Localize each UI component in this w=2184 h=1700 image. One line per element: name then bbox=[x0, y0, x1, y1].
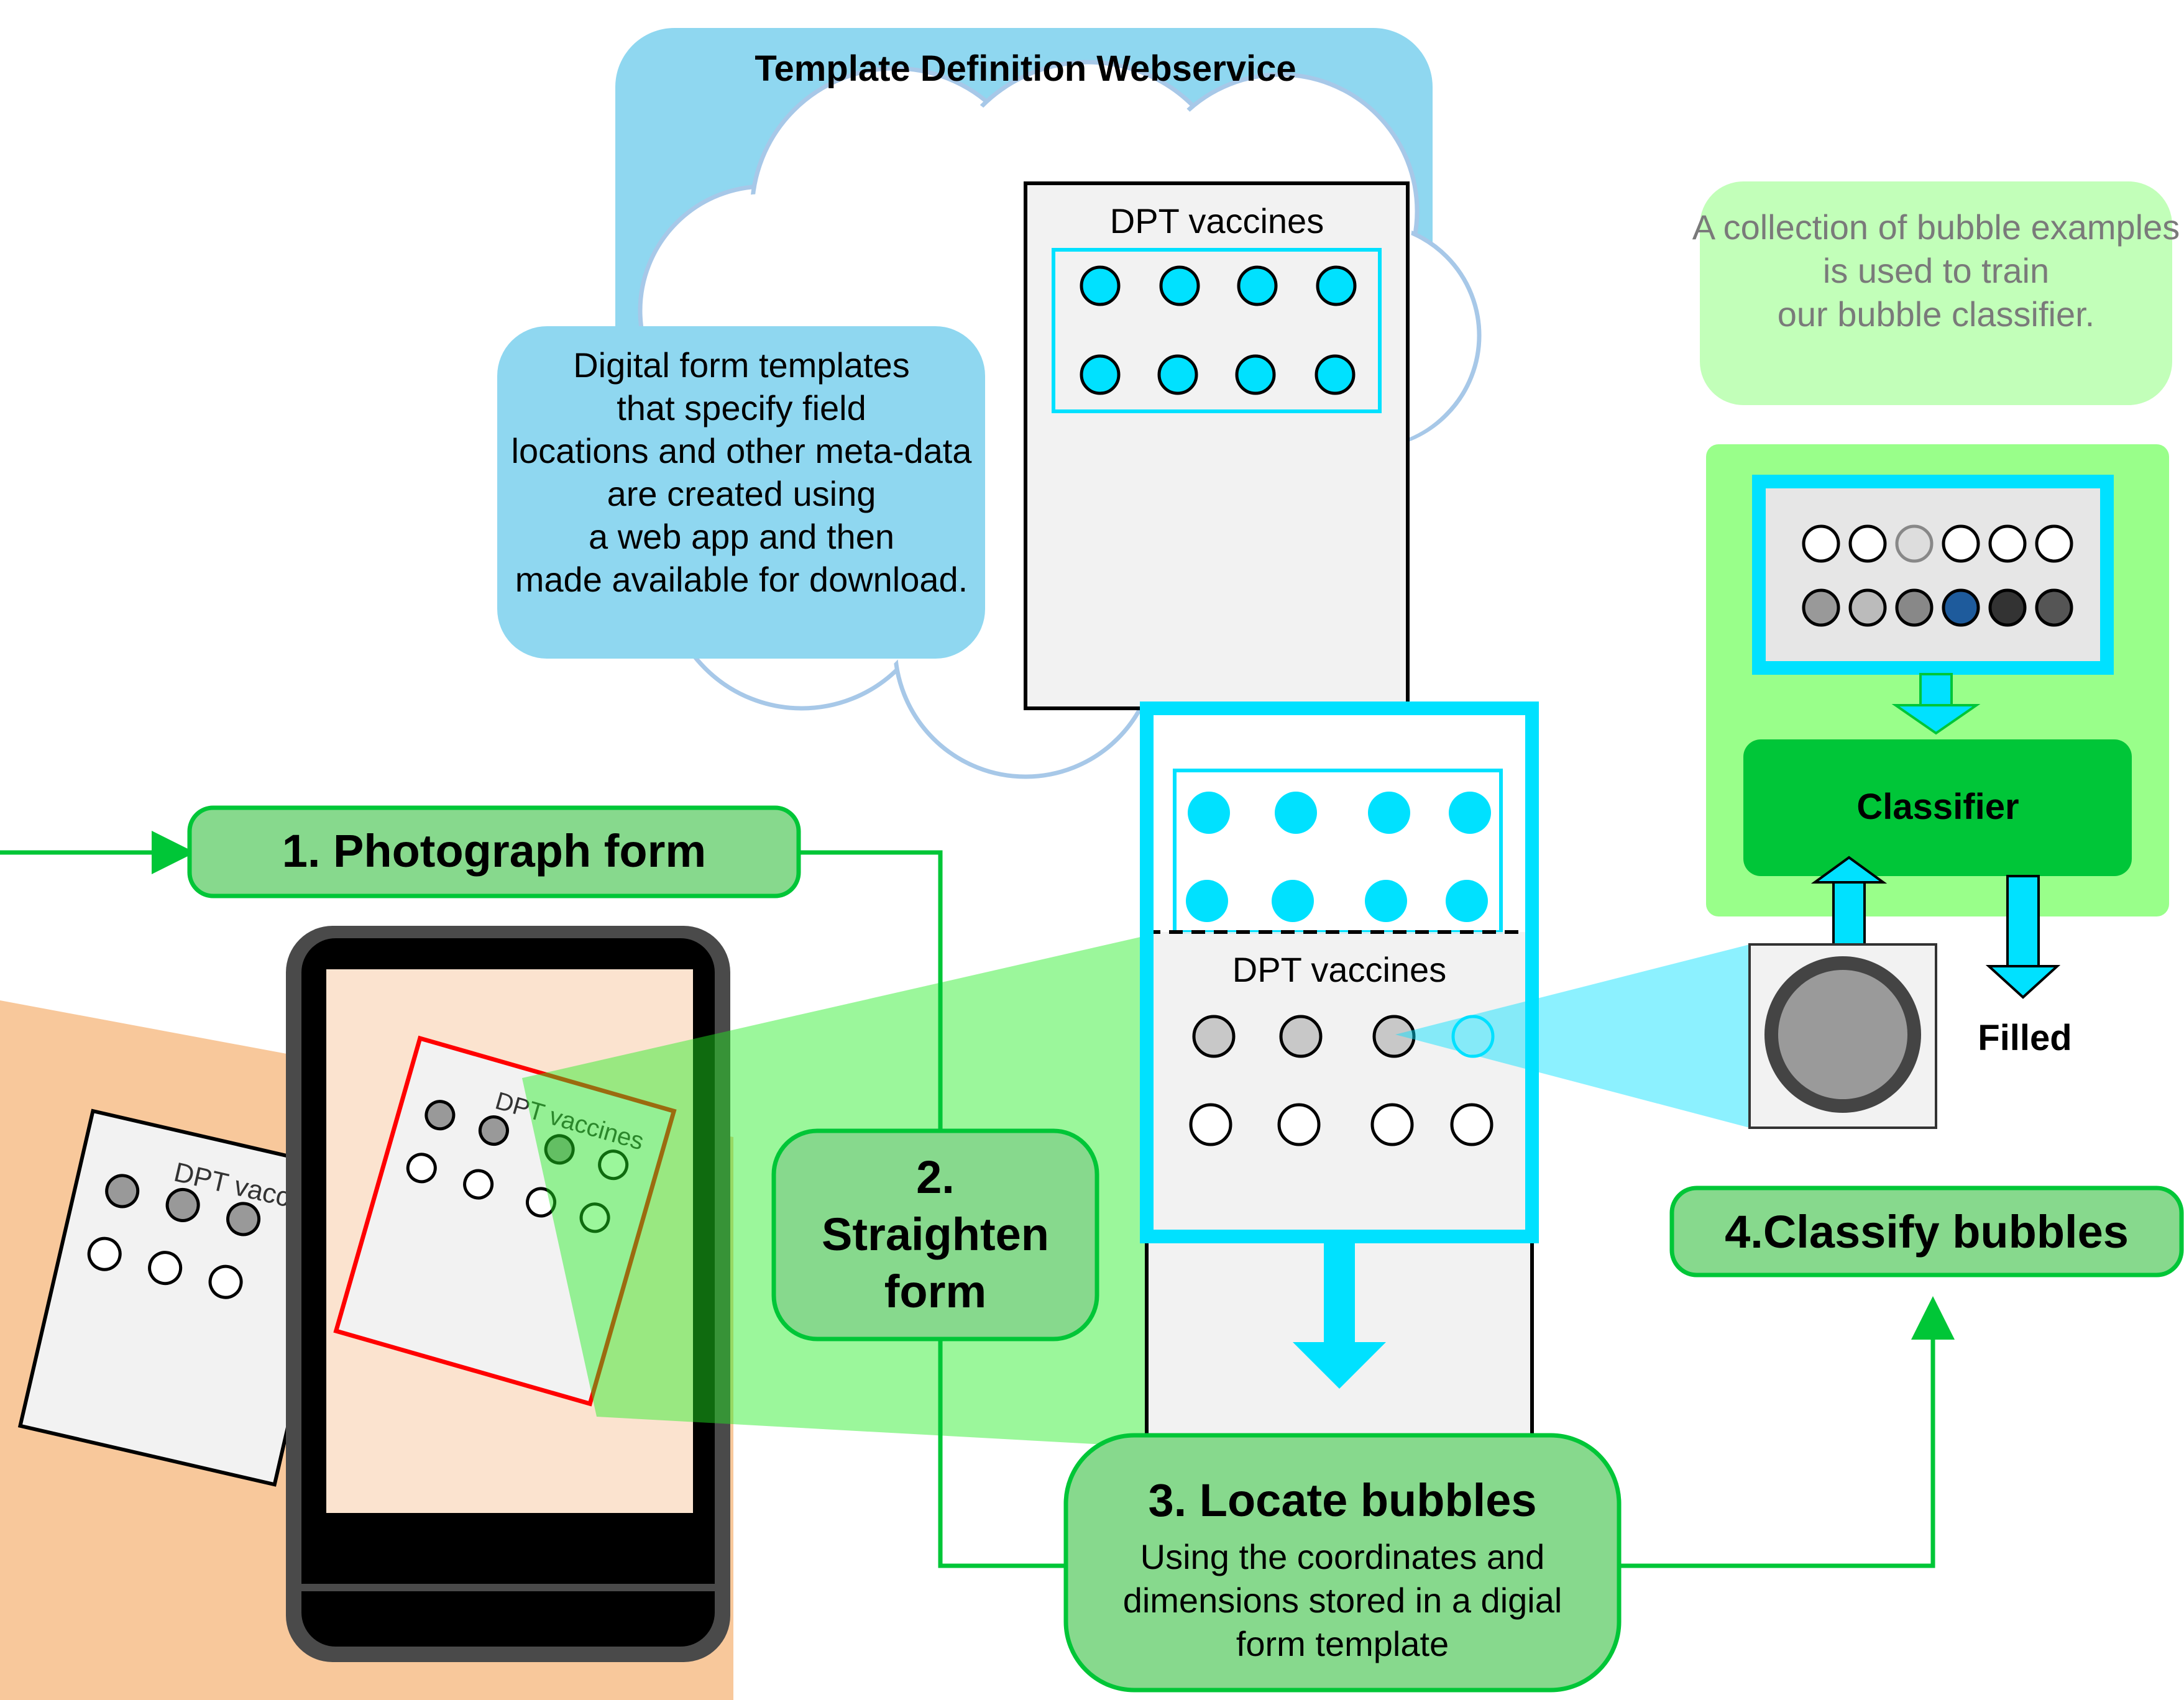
input-up-arrow bbox=[1810, 856, 1888, 946]
training-example-bubble bbox=[2035, 588, 2073, 627]
output-down-arrow bbox=[1985, 875, 2061, 999]
template-bubble bbox=[1237, 265, 1278, 306]
located-bubbles bbox=[1189, 1015, 1495, 1146]
training-examples bbox=[1752, 475, 2114, 675]
training-example-bubble bbox=[1988, 588, 2027, 627]
training-example-bubble bbox=[1848, 588, 1887, 627]
filled-bubble bbox=[1279, 1015, 1323, 1058]
template-bubble bbox=[1157, 354, 1198, 395]
classifier-box bbox=[1743, 739, 2132, 876]
overlay-bubble bbox=[1446, 880, 1488, 922]
paper-bubbles bbox=[87, 1174, 261, 1299]
step-locate-title: 3. Locate bubbles bbox=[1148, 1474, 1536, 1526]
classifier-panel: Classifier bbox=[1706, 444, 2169, 916]
training-example-bubble bbox=[1802, 524, 1840, 563]
overlay-bubble bbox=[1275, 792, 1317, 834]
training-example-bubble bbox=[1942, 588, 1980, 627]
filled-bubble bbox=[1372, 1015, 1416, 1058]
located-form: DPT vaccines bbox=[1140, 701, 1539, 1443]
filled-bubble bbox=[1192, 1015, 1236, 1058]
empty-bubble bbox=[208, 1264, 243, 1299]
webservice-title: Template Definition Webservice bbox=[755, 48, 1296, 89]
step-classify: 4.Classify bubbles bbox=[1669, 1186, 2184, 1277]
filled-bubble bbox=[424, 1100, 456, 1131]
filled-bubble bbox=[478, 1115, 509, 1146]
template-bubble bbox=[1316, 265, 1357, 306]
empty-bubble bbox=[87, 1236, 122, 1271]
empty-bubble bbox=[1450, 1103, 1493, 1146]
training-bubbles bbox=[1802, 524, 2073, 627]
classifier-label: Classifier bbox=[1856, 787, 2019, 827]
filled-bubble bbox=[105, 1174, 140, 1209]
empty-bubble bbox=[579, 1202, 610, 1233]
template-form: DPT vaccines bbox=[1024, 181, 1410, 710]
empty-bubble bbox=[1277, 1103, 1321, 1146]
filled-bubble bbox=[165, 1187, 200, 1222]
zoom-beam bbox=[1395, 944, 1750, 1128]
template-bubble bbox=[1159, 265, 1200, 306]
training-example-bubble bbox=[1942, 524, 1980, 563]
down-arrow bbox=[1293, 1240, 1386, 1389]
empty-bubble bbox=[406, 1153, 437, 1184]
training-arrow bbox=[1891, 673, 1981, 735]
bubble-thumbnail bbox=[1748, 943, 1937, 1129]
step-photograph-label: 1. Photograph form bbox=[282, 825, 706, 877]
overlay-bubbles bbox=[1186, 792, 1491, 922]
paper-form: DPT vacc bbox=[17, 1108, 350, 1487]
classifier-output-label: Filled bbox=[1978, 1018, 2072, 1058]
filled-bubble-zoom bbox=[1764, 956, 1921, 1113]
template-field-box bbox=[1052, 248, 1382, 413]
overlay-bubble bbox=[1272, 880, 1314, 922]
filled-bubble bbox=[544, 1134, 575, 1165]
template-bubble bbox=[1080, 265, 1121, 306]
template-bubble bbox=[1315, 354, 1356, 395]
filled-bubble bbox=[226, 1202, 261, 1236]
training-example-bubble bbox=[1848, 524, 1887, 563]
template-bubble bbox=[1235, 354, 1276, 395]
step-photograph: 1. Photograph form bbox=[187, 805, 801, 898]
phone-bubbles bbox=[406, 1100, 629, 1233]
empty-bubble bbox=[1189, 1103, 1232, 1146]
phone-captured-form: DPT vaccines bbox=[333, 1035, 677, 1407]
training-example-bubble bbox=[1895, 524, 1934, 563]
training-example-bubble bbox=[1988, 524, 2027, 563]
empty-bubble bbox=[463, 1169, 494, 1200]
overlay-bubble bbox=[1188, 792, 1230, 834]
empty-bubble bbox=[148, 1251, 183, 1286]
highlighted-bubble bbox=[1451, 1015, 1495, 1058]
template-bubble bbox=[1080, 354, 1121, 395]
step-locate: 3. Locate bubbles Using the coordinates … bbox=[1063, 1433, 1622, 1693]
training-example-bubble bbox=[2035, 524, 2073, 563]
overlay-bubble bbox=[1449, 792, 1491, 834]
located-form-title: DPT vaccines bbox=[1232, 950, 1446, 989]
empty-bubble bbox=[598, 1149, 629, 1181]
template-form-title: DPT vaccines bbox=[1110, 201, 1324, 240]
overlay-bubble bbox=[1365, 880, 1407, 922]
training-example-bubble bbox=[1802, 588, 1840, 627]
template-bubbles bbox=[1080, 265, 1357, 395]
empty-bubble bbox=[1370, 1103, 1414, 1146]
overlay-bubble bbox=[1186, 880, 1228, 922]
training-example-bubble bbox=[1895, 588, 1934, 627]
step-classify-label: 4.Classify bubbles bbox=[1725, 1206, 2129, 1258]
empty-bubble bbox=[526, 1187, 557, 1218]
overlay-bubble bbox=[1368, 792, 1410, 834]
